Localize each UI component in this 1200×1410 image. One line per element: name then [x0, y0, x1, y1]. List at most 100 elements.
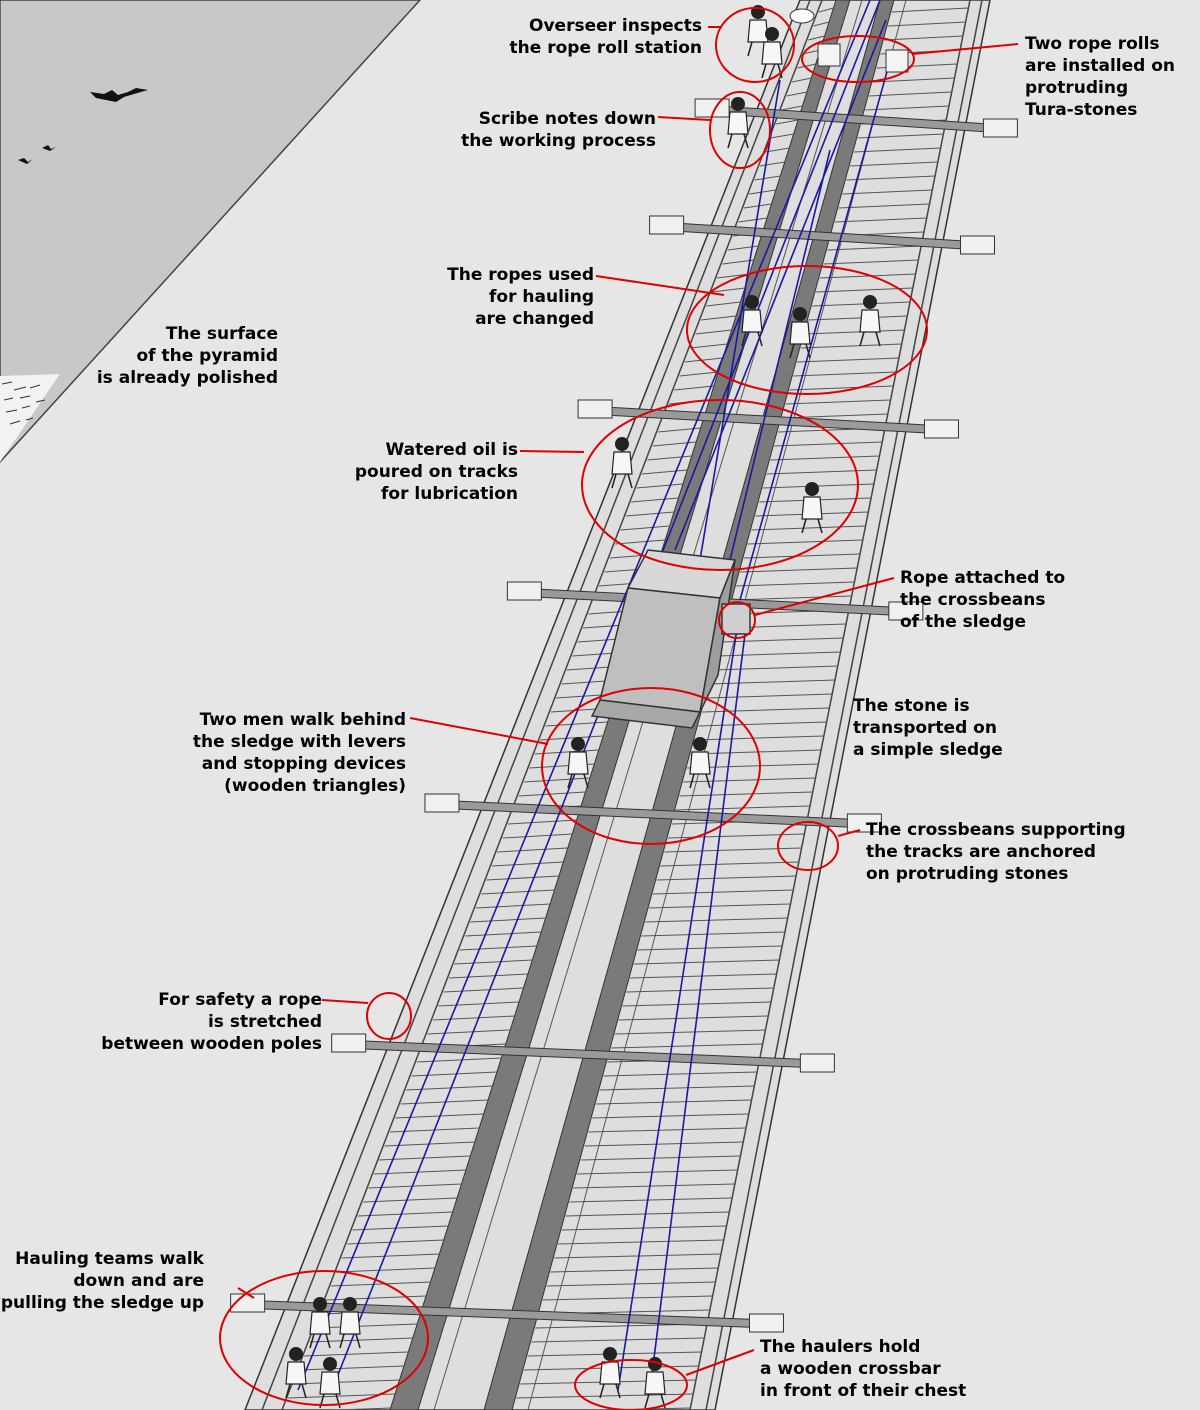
tie	[827, 245, 922, 251]
worker-legs	[611, 473, 633, 489]
tie	[749, 189, 776, 195]
tie	[846, 175, 936, 181]
anchor-stone	[649, 215, 685, 235]
tie	[722, 259, 754, 265]
tie	[497, 847, 568, 853]
tie	[759, 161, 785, 167]
tie	[304, 1351, 409, 1357]
tie	[679, 371, 719, 377]
tie	[808, 35, 825, 41]
tie	[736, 581, 855, 587]
tie	[573, 1183, 735, 1189]
tie	[331, 1281, 431, 1287]
anchor-stone	[888, 601, 924, 621]
tie	[770, 455, 880, 461]
tie	[872, 77, 955, 83]
worker-legs	[285, 1383, 307, 1399]
anchor-stone	[331, 1033, 367, 1053]
anchor-stone	[846, 813, 882, 833]
label-overseer: Overseer inspects the rope roll station	[509, 16, 702, 58]
tie	[884, 35, 963, 41]
tie	[368, 1183, 462, 1189]
tie	[649, 903, 791, 909]
tie	[738, 217, 768, 223]
tie	[631, 497, 679, 503]
tie	[727, 245, 759, 251]
tie	[465, 931, 542, 937]
tie	[636, 483, 683, 489]
tie	[743, 553, 861, 559]
tie	[641, 469, 688, 475]
tie	[754, 175, 781, 181]
tie	[891, 7, 969, 13]
tie	[815, 287, 913, 293]
tie	[599, 1085, 755, 1091]
tie	[766, 469, 877, 475]
worker-head	[693, 737, 707, 751]
tie	[838, 203, 930, 209]
tie	[808, 315, 908, 321]
tie	[804, 329, 905, 335]
worker-body	[747, 19, 769, 43]
tie	[625, 511, 675, 517]
tie	[770, 133, 794, 139]
label-pyramid-surface: The surface of the pyramid is already po…	[96, 324, 278, 388]
tie	[323, 1407, 391, 1410]
worker-body	[801, 496, 823, 520]
tie	[721, 637, 844, 643]
worker-legs	[741, 331, 763, 347]
label-rope-rolls: Two rope rolls are installed on protrudi…	[1025, 34, 1176, 120]
label-stone-sledge: The stone is transported on a simple sle…	[853, 696, 1003, 760]
label-scribe: Scribe notes down the working process	[461, 109, 656, 151]
tie	[443, 987, 524, 993]
tie	[690, 343, 728, 349]
worker-head	[745, 295, 759, 309]
tie	[674, 385, 714, 391]
tie	[406, 1085, 493, 1091]
anchor-stone	[748, 1313, 784, 1333]
tie	[802, 49, 821, 55]
tie	[679, 791, 813, 797]
worker-head	[615, 437, 629, 451]
tie	[823, 259, 919, 265]
tie	[470, 917, 546, 923]
tie	[565, 1211, 730, 1217]
tie	[684, 357, 723, 363]
anchor-stone	[923, 419, 959, 439]
tie	[595, 1099, 752, 1105]
tie	[683, 777, 816, 783]
tie	[314, 1323, 418, 1329]
worker-head	[731, 97, 745, 111]
tie	[448, 973, 528, 979]
pyramid-face	[0, 0, 422, 464]
tie	[695, 329, 732, 335]
worker-body	[859, 309, 881, 333]
tie	[459, 945, 537, 951]
tie	[546, 1281, 716, 1287]
worker-body	[285, 1361, 307, 1385]
worker-legs	[567, 773, 589, 789]
tie	[614, 1029, 766, 1035]
tie	[411, 1071, 497, 1077]
tie	[781, 105, 803, 111]
worker-head	[571, 737, 585, 751]
worker-body	[611, 451, 633, 475]
worker-legs	[599, 1383, 621, 1399]
tie	[700, 315, 737, 321]
label-two-men: Two men walk behind the sledge with leve…	[192, 710, 406, 796]
tie	[850, 161, 938, 167]
tie	[524, 777, 590, 783]
tie	[622, 1001, 772, 1007]
tie	[336, 1267, 435, 1273]
label-oil: Watered oil is poured on tracks for lubr…	[354, 440, 518, 504]
worker-body	[644, 1371, 666, 1395]
tie	[818, 7, 834, 13]
tie	[774, 441, 883, 447]
worker-head	[648, 1357, 662, 1371]
callout-leaders	[237, 26, 1019, 1376]
tie	[796, 357, 899, 363]
tie	[561, 1225, 727, 1231]
worker-head	[805, 482, 819, 496]
tie	[800, 343, 902, 349]
